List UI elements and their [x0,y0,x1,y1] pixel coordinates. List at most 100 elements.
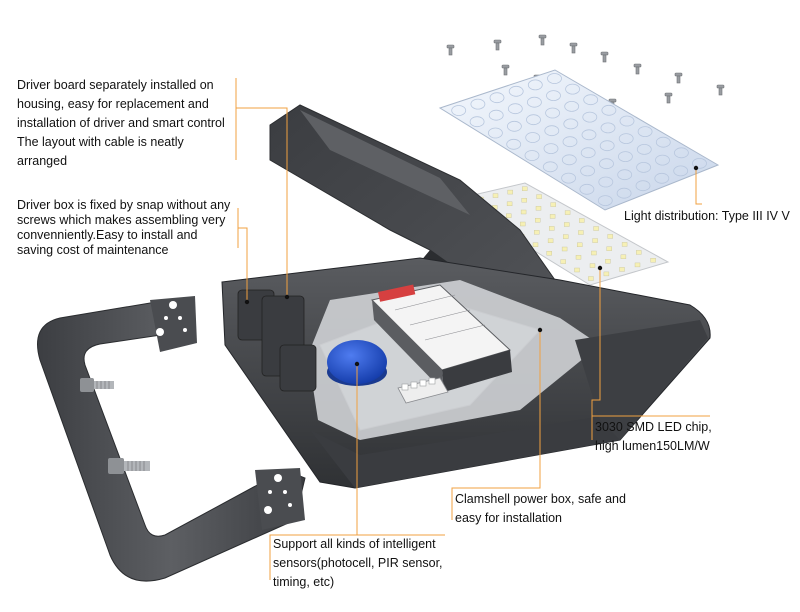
led-chip [564,222,570,227]
led-chip [550,202,556,207]
led-chip [492,193,499,198]
screw [501,64,510,76]
lens-cell [527,96,542,108]
led-chip [532,242,539,247]
led-chip [592,238,598,243]
lens-cell [561,172,576,184]
lens-cell [488,109,504,121]
callout-light-distribution: Light distribution: Type III IV V [624,209,790,223]
lens-cell [543,143,559,155]
bracket-hole [264,506,272,514]
led-chip [506,213,512,218]
lens-cell [546,90,561,101]
lens-cell [507,103,523,115]
leader-dots [244,165,699,367]
led-chip [521,197,527,203]
callout-clamshell: Clamshell power box, safe and easy for i… [455,492,626,525]
lens-cell [598,176,614,188]
led-chip [621,242,628,247]
bracket-hole [274,474,282,482]
lens-cell [524,150,540,161]
lens-cell [489,92,505,104]
led-driver [371,284,512,392]
lens-cell [580,165,595,177]
lens-cell [579,183,595,195]
lens-cell [506,138,522,150]
led-chip [636,250,642,255]
optical-lens-panel [438,69,720,211]
led-chip [620,254,627,260]
leader-lines [235,78,710,580]
lens-cell [635,180,651,192]
lens-cell [619,115,635,127]
bracket-hole [268,490,272,494]
lens-cell [636,161,651,173]
lens-cell [487,127,503,139]
led-chip [520,221,526,227]
led-chip [507,189,513,195]
bracket-bolts [80,378,150,474]
lens-cell [655,136,671,148]
bracket-hole [178,316,182,320]
led-chip [535,217,541,223]
lens-cell [544,125,560,137]
lens-cell [507,120,522,132]
lens-cell [618,133,634,145]
led-chip [549,226,555,231]
lens-cell [616,187,632,199]
led-chip [563,234,569,239]
lens-cell [655,154,670,166]
lens-cell [561,154,577,166]
led-chip [607,234,613,239]
lens-cell [637,126,653,138]
lens-cell [565,83,580,95]
led-chip [579,218,585,223]
screw [664,92,673,104]
led-chip [593,226,599,231]
lens-cell [470,98,486,110]
lens-cell [583,94,599,106]
screw [446,44,455,56]
callout-sensors: Support all kinds of intelligent sensors… [273,537,443,589]
lens-cell [597,195,613,207]
lens-cell [564,101,580,112]
bracket-hole [156,328,164,336]
led-chip [577,242,583,248]
led-chip [520,209,527,215]
screw [716,84,725,96]
lens-cell [580,147,596,159]
led-chip [588,276,594,281]
led-chip [534,230,540,235]
screw [600,51,609,63]
lens-cell [542,161,558,173]
lens-cell [636,143,652,155]
lens-cell [601,104,617,116]
screw [633,63,642,75]
led-chip [561,246,568,252]
led-chip [603,271,610,277]
led-chip [606,246,612,251]
callout-driver-box: Driver box is fixed by snap without any … [17,198,231,257]
lens-cell [525,132,541,143]
lens-cell [527,79,543,91]
led-chip [506,201,513,207]
led-chip [536,194,542,199]
bracket-hole [288,503,292,507]
terminal-block [397,377,449,404]
bracket-hole [164,316,168,320]
screw [538,34,547,46]
lens-cell [547,73,562,84]
lens-cell [582,111,598,123]
led-chip [546,250,552,256]
screw [569,42,578,54]
lens-cell [545,107,560,119]
lens-cell [563,118,579,130]
led-chip [549,214,556,219]
led-chip [605,259,611,264]
lens-cell [562,136,578,148]
lens-cell [654,172,670,184]
led-chip [578,230,584,235]
led-chip [535,206,542,211]
lens-cell [692,157,707,169]
lens-cell [618,151,633,163]
